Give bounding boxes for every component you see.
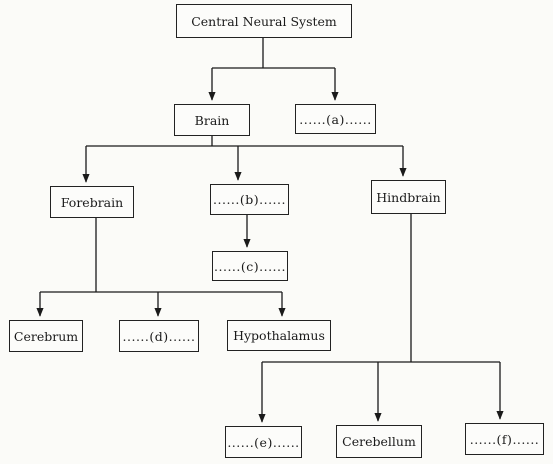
node-label: ......(e)......	[227, 434, 300, 450]
node-label: Hindbrain	[376, 189, 441, 205]
node-hindbrain: Hindbrain	[371, 180, 446, 214]
node-label: ......(b)......	[213, 192, 286, 207]
node-forebrain: Forebrain	[50, 186, 134, 218]
node-blank-d: ......(d)......	[119, 320, 199, 352]
node-label: Brain	[194, 112, 230, 128]
node-central-neural-system: Central Neural System	[176, 4, 352, 38]
node-label: Hypothalamus	[233, 328, 325, 343]
node-label: Cerebellum	[342, 434, 416, 449]
node-blank-e: ......(e)......	[225, 426, 302, 458]
node-blank-c: ......(c)......	[212, 251, 288, 281]
node-label: Central Neural System	[191, 13, 337, 29]
node-label: ......(c)......	[214, 258, 286, 274]
node-label: ......(f)......	[469, 431, 540, 447]
node-label: Cerebrum	[13, 328, 79, 344]
node-blank-b: ......(b)......	[210, 184, 289, 215]
node-label: Forebrain	[60, 194, 124, 210]
node-cerebellum: Cerebellum	[336, 425, 422, 458]
node-brain: Brain	[174, 104, 250, 136]
node-label: ......(d)......	[122, 328, 196, 344]
node-blank-a: ......(a)......	[295, 104, 376, 134]
node-hypothalamus: Hypothalamus	[227, 320, 331, 351]
node-label: ......(a)......	[299, 111, 372, 127]
node-cerebrum: Cerebrum	[9, 320, 83, 352]
node-blank-f: ......(f)......	[465, 423, 544, 455]
